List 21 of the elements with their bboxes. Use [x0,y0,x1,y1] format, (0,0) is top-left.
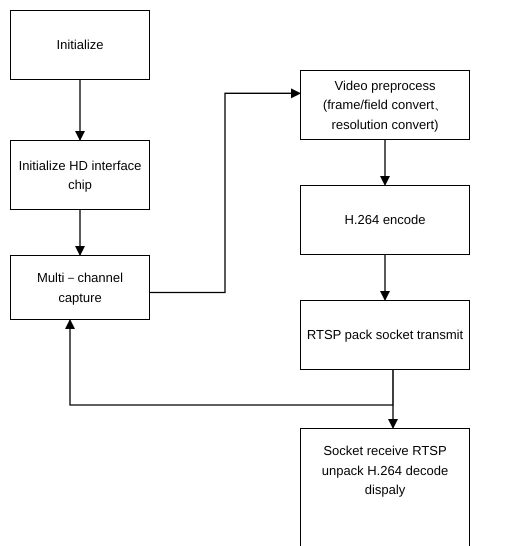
arrow [380,255,390,301]
arrow [150,88,301,294]
process-box [300,70,470,140]
arrow [380,140,390,186]
arrow [65,319,394,406]
box-label: Video preprocess (frame/field convert、resolution convert) [322,76,448,134]
arrow [388,370,398,429]
process-box [10,255,150,320]
box-label: Initialize HD interface chip [18,156,142,194]
process-box [300,300,470,370]
process-box [10,140,150,210]
arrow [75,80,85,141]
box-label: Initialize [56,36,104,54]
box-label: H.264 encode [344,211,426,230]
box-label: Multi－channel capture [36,269,124,307]
process-box [300,185,470,255]
process-box [300,428,470,546]
box-label: RTSP pack socket transmit [306,326,464,344]
arrow [75,210,85,256]
box-label: Socket receive RTSP unpack H.264 decode dispaly [320,442,450,499]
process-box [10,10,150,80]
